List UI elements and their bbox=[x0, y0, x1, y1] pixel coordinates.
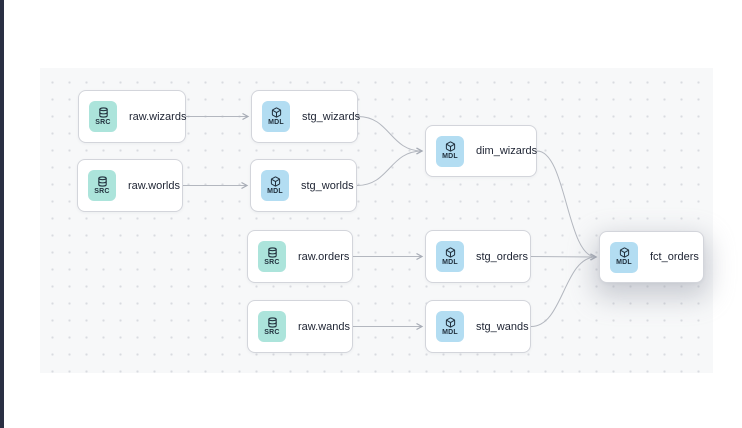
badge-label: SRC bbox=[94, 187, 110, 195]
node-label: raw.wands bbox=[298, 320, 350, 333]
src-badge: SRC bbox=[88, 170, 116, 201]
node-stg_worlds[interactable]: MDL stg_worlds bbox=[250, 159, 357, 212]
edge-stg_wands-to-fct_orders[interactable] bbox=[530, 253, 598, 327]
cube-icon bbox=[445, 246, 456, 258]
cube-icon bbox=[445, 316, 456, 328]
node-stg_orders[interactable]: MDL stg_orders bbox=[425, 230, 531, 283]
edge-stg_wizards-to-dim_wizards[interactable] bbox=[357, 116, 424, 155]
cube-icon bbox=[619, 247, 630, 258]
node-label: stg_wizards bbox=[302, 110, 361, 123]
node-label: stg_wands bbox=[476, 320, 529, 333]
src-badge: SRC bbox=[258, 241, 286, 272]
node-label: stg_worlds bbox=[301, 179, 354, 192]
node-raw_worlds[interactable]: SRC raw.worlds bbox=[77, 159, 183, 212]
edge-layer bbox=[183, 112, 598, 331]
mdl-badge: MDL bbox=[436, 135, 464, 167]
badge-label: MDL bbox=[442, 328, 458, 336]
src-badge: SRC bbox=[258, 311, 286, 342]
node-fct_orders[interactable]: MDL fct_orders bbox=[599, 231, 704, 283]
cube-icon bbox=[445, 141, 456, 152]
node-stg_wands[interactable]: MDL stg_wands bbox=[425, 300, 531, 353]
database-icon bbox=[97, 175, 108, 187]
badge-label: MDL bbox=[268, 118, 284, 126]
window-edge-bar bbox=[0, 0, 4, 428]
badge-label: SRC bbox=[95, 118, 111, 126]
cube-icon bbox=[270, 175, 281, 187]
edge-dim_wizards-to-fct_orders[interactable] bbox=[536, 150, 598, 261]
node-dim_wizards[interactable]: MDL dim_wizards bbox=[425, 125, 537, 177]
node-label: raw.orders bbox=[298, 250, 350, 263]
badge-label: SRC bbox=[264, 328, 280, 336]
node-label: raw.worlds bbox=[128, 179, 180, 192]
mdl-badge: MDL bbox=[610, 241, 638, 273]
badge-label: MDL bbox=[267, 187, 283, 195]
node-raw_wands[interactable]: SRC raw.wands bbox=[247, 300, 353, 353]
badge-label: SRC bbox=[264, 258, 280, 266]
badge-label: MDL bbox=[442, 153, 458, 160]
mdl-badge: MDL bbox=[436, 241, 464, 272]
node-label: raw.wizards bbox=[129, 110, 187, 123]
node-stg_wizards[interactable]: MDL stg_wizards bbox=[251, 90, 361, 143]
edge-stg_worlds-to-dim_wizards[interactable] bbox=[356, 147, 424, 186]
database-icon bbox=[267, 316, 278, 328]
node-raw_wizards[interactable]: SRC raw.wizards bbox=[78, 90, 186, 143]
node-raw_orders[interactable]: SRC raw.orders bbox=[247, 230, 353, 283]
mdl-badge: MDL bbox=[436, 311, 464, 342]
badge-label: MDL bbox=[442, 258, 458, 266]
mdl-badge: MDL bbox=[261, 170, 289, 201]
node-label: stg_orders bbox=[476, 250, 528, 263]
node-label: fct_orders bbox=[650, 251, 699, 263]
mdl-badge: MDL bbox=[262, 101, 290, 132]
cube-icon bbox=[271, 106, 282, 118]
src-badge: SRC bbox=[89, 101, 117, 132]
database-icon bbox=[267, 246, 278, 258]
edge-stg_orders-to-fct_orders[interactable] bbox=[530, 253, 598, 261]
node-label: dim_wizards bbox=[476, 145, 538, 157]
badge-label: MDL bbox=[616, 259, 632, 266]
database-icon bbox=[98, 106, 109, 118]
